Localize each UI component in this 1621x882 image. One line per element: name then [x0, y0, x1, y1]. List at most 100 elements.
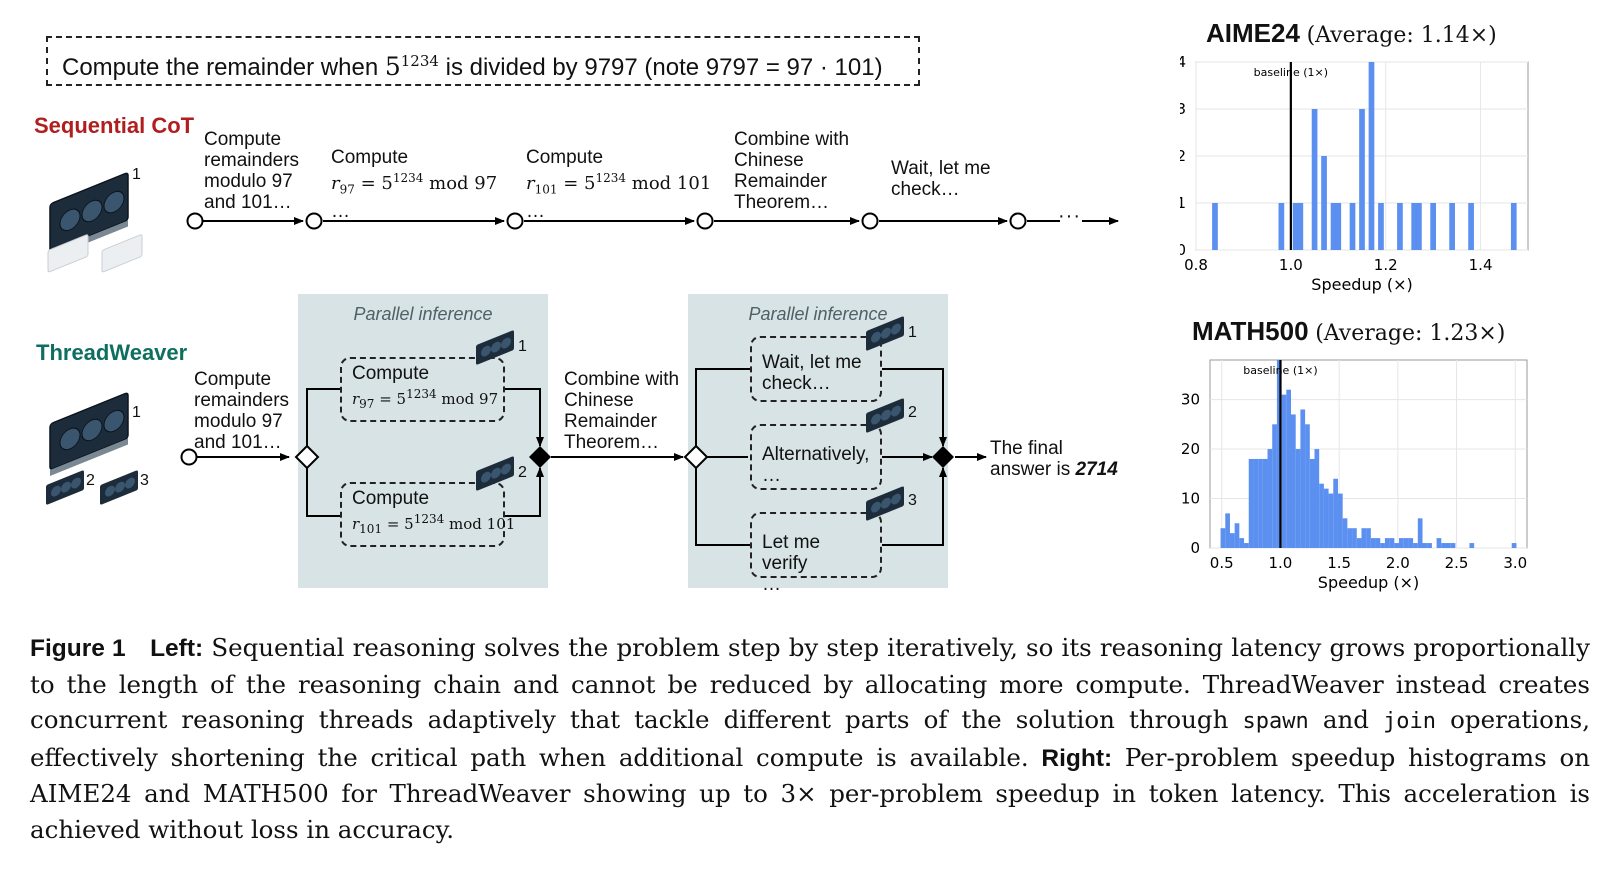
math500-bar [1394, 543, 1399, 548]
math500-bar [1352, 528, 1357, 548]
aime24-y-tick-label: 0 [1180, 241, 1186, 259]
gpu-icon [474, 330, 518, 376]
math500-bar [1338, 494, 1343, 548]
threadweaver-label: ThreadWeaver [36, 340, 187, 366]
thread-box-alternatively: Alternatively,… [750, 424, 882, 490]
math500-bar [1239, 538, 1244, 548]
inactive-gpu-icon [98, 234, 148, 282]
parallel-panel-1-title: Parallel inference [298, 304, 548, 325]
math500-bar [1300, 409, 1305, 548]
panel2-gpu-label-2: 2 [908, 404, 917, 422]
math500-x-tick-label: 1.5 [1327, 554, 1351, 572]
aime24-bar [1397, 203, 1403, 250]
gpu-icon [98, 470, 142, 516]
math500-bar [1385, 538, 1390, 548]
speedup-histograms: AIME24 (Average: 1.14×) 0.8 1.0 1.2 1.4 0 1 2 3… [1180, 0, 1621, 620]
gpu-icon [864, 486, 908, 532]
math500-y-axis-label: Count [1180, 430, 1184, 478]
math500-bar [1268, 449, 1273, 548]
gpu-icon [864, 398, 908, 444]
sequential-cot-label: Sequential CoT [34, 113, 194, 139]
diagram-connectors [0, 0, 1180, 620]
math500-bar [1408, 538, 1413, 548]
math500-bar [1423, 543, 1428, 548]
math500-bar [1451, 543, 1456, 548]
aime24-y-tick-label: 1 [1180, 194, 1186, 212]
math500-bar [1376, 538, 1381, 548]
aime24-bar [1511, 203, 1517, 250]
aime24-y-tick-label: 4 [1180, 56, 1186, 71]
math500-bar [1249, 459, 1254, 548]
aime24-x-tick-label: 1.4 [1469, 256, 1493, 274]
math500-bar [1314, 449, 1319, 548]
math500-bar [1390, 538, 1395, 548]
gpu-icon [474, 456, 518, 502]
aime24-bar [1359, 109, 1365, 250]
math500-bar [1469, 543, 1474, 548]
seq-ellipsis: ··· [1058, 205, 1081, 228]
math500-bar [1446, 543, 1451, 548]
math500-bar [1361, 528, 1366, 548]
math500-bar [1305, 424, 1310, 548]
aime24-bar [1378, 203, 1384, 250]
aime24-y-tick-label: 3 [1180, 100, 1186, 118]
method-diagram: Compute the remainder when 51234 is divi… [0, 0, 1180, 620]
panel2-gpu-label-3: 3 [908, 492, 917, 510]
seq-step-3: Compute r101 = 51234 mod 101 … [526, 147, 711, 222]
aime24-bar [1321, 156, 1327, 250]
tw-intro-step: Computeremaindersmodulo 97and 101… [194, 369, 289, 453]
tw-gpu-label-3: 3 [140, 472, 149, 490]
problem-statement: Compute the remainder when 51234 is divi… [46, 36, 920, 86]
math500-y-tick-label: 30 [1181, 391, 1200, 409]
aime24-bar [1416, 203, 1422, 250]
tw-gpu-label-1: 1 [132, 404, 141, 422]
aime24-x-tick-label: 1.2 [1374, 256, 1398, 274]
math500-bar [1357, 538, 1362, 548]
math500-bar [1253, 459, 1258, 548]
math500-x-tick-label: 2.5 [1445, 554, 1469, 572]
math500-bar [1263, 459, 1268, 548]
math500-bar [1366, 528, 1371, 548]
math500-bar [1230, 533, 1235, 548]
math500-bar [1418, 518, 1423, 548]
math500-bar [1282, 395, 1287, 548]
math500-x-tick-label: 3.0 [1503, 554, 1527, 572]
math500-bar [1319, 484, 1324, 548]
panel2-gpu-label-1: 1 [908, 324, 917, 342]
panel1-gpu-label-2: 2 [518, 464, 527, 482]
math-chart-title: MATH500 (Average: 1.23×) [1192, 316, 1505, 347]
math500-bar [1333, 479, 1338, 548]
math500-bar [1347, 528, 1352, 548]
tw-gpu-label-2: 2 [86, 472, 95, 490]
aime24-x-tick-label: 1.0 [1279, 256, 1303, 274]
aime24-x-axis-label: Speedup (×) [1311, 275, 1412, 294]
math500-bar [1380, 543, 1385, 548]
math500-bar [1437, 538, 1442, 548]
math500-bar [1427, 543, 1432, 548]
gpu-icon [864, 316, 908, 362]
math500-bar [1343, 518, 1348, 548]
inactive-gpu-icon [44, 234, 94, 282]
aime24-bar [1279, 203, 1285, 250]
aime-chart-title: AIME24 (Average: 1.14×) [1206, 18, 1497, 49]
math500-bar [1324, 489, 1329, 548]
final-answer: The final answer is 2714 [990, 438, 1118, 480]
math500-bar [1258, 459, 1263, 548]
math500-x-axis-label: Speedup (×) [1318, 573, 1419, 592]
aime24-x-tick-label: 0.8 [1184, 256, 1208, 274]
aime24-bar [1449, 203, 1455, 250]
aime24-bar [1468, 203, 1474, 250]
aime24-y-tick-label: 2 [1180, 147, 1186, 165]
math500-y-tick-label: 0 [1190, 539, 1200, 557]
math500-bar [1399, 538, 1404, 548]
math500-bar [1235, 523, 1240, 548]
aime24-bar [1430, 203, 1436, 250]
seq-step-2: Compute r97 = 51234 mod 97 … [331, 147, 497, 222]
aime24-bar [1297, 203, 1303, 250]
